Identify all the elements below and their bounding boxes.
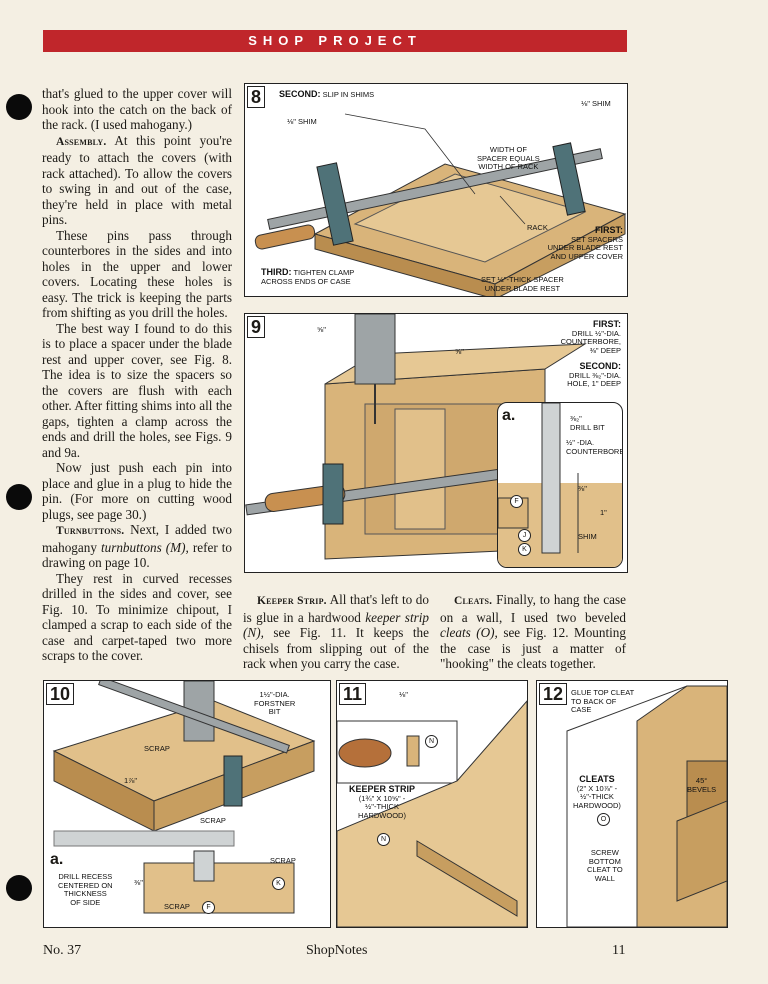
callout-first: FIRST:DRILL ½"-DIA. COUNTERBORE, ⅜" DEEP [560,319,621,355]
part-marker: K [518,543,531,556]
callout-set-spacer: SET ½"-THICK SPACER UNDER BLADE REST [481,275,564,293]
callout-rack: RACK [527,223,548,232]
callout-width: WIDTH OF SPACER EQUALS WIDTH OF RACK [477,145,540,171]
part-marker: N [425,735,438,748]
paragraph: Cleats. Finally, to hang the case on a w… [440,592,626,671]
callout-scrap: SCRAP [144,744,170,753]
binder-hole [6,94,32,120]
detail-label: a. [50,851,64,868]
callout-forstner: 1½"-DIA. FORSTNER BIT [254,690,296,716]
callout-counterbore: ½" -DIA. COUNTERBORE [566,438,623,456]
section-banner: SHOP PROJECT [43,30,627,52]
right-text-column: Cleats. Finally, to hang the case on a w… [440,592,626,672]
page-number: 11 [612,943,626,958]
dim-label: 1" [600,508,607,517]
figure-9: 9 ⅝" ⅝" FIRST:DRILL ½"-DIA. COUNTERBORE,… [244,313,628,573]
figure-12-illustration [566,685,727,927]
figure-number: 12 [539,683,568,705]
part-marker: N [377,833,390,846]
paragraph: Now just push each pin into place and gl… [42,460,232,522]
detail-label: a. [502,407,516,424]
paragraph: Keeper Strip. All that's left to do is g… [243,592,429,671]
binder-hole [6,875,32,901]
figure-12: 12 GLUE TOP CLEAT TO BACK OF CASE CLEATS… [536,680,728,928]
binder-hole [6,484,32,510]
part-marker: F [202,901,215,914]
figure-number: 9 [247,316,266,338]
dim-label: ⅝" [317,325,326,334]
paragraph: that's glued to the upper cover will hoo… [42,86,232,132]
figure-10-illustration [52,681,316,914]
callout-shim: SHIM [578,532,597,541]
figure-11: 11 ⅛" N KEEPER STRIP(1¾" x 10⅝" - ½"-THI… [336,680,528,928]
callout-second: SECOND: SLIP IN SHIMS [279,89,375,99]
callout-scrap: SCRAP [164,902,190,911]
callout-bevels: 45° BEVELS [687,776,717,794]
dim-label: 1⅞" [124,776,138,785]
paragraph: Assembly. At this point you're ready to … [42,132,232,228]
detail-9a: a. ⅜₂" DRILL BIT ½" -DIA. COUNTERBORE ⅜"… [497,402,623,568]
dim-label: ⅝" [455,347,464,356]
part-marker: F [510,495,523,508]
figure-9-illustration [245,314,587,560]
magazine-name: ShopNotes [306,943,368,958]
callout-drill-bit: ⅜₂" DRILL BIT [570,414,605,432]
issue-number: No. 37 [43,943,82,958]
callout-third: THIRD: TIGHTEN CLAMP ACROSS ENDS OF CASE [261,267,355,286]
figure-number: 8 [247,86,266,108]
paragraph: The best way I found to do this is to pl… [42,320,232,460]
run-in-head: Assembly. [56,135,107,148]
callout-shim: ⅛" SHIM [581,99,611,108]
run-in-head: Turnbuttons. [56,525,125,537]
figure-11-illustration [337,700,527,927]
callout-shim: ⅛" SHIM [287,117,317,126]
part-marker: K [272,877,285,890]
mid-text-column: Keeper Strip. All that's left to do is g… [243,592,429,672]
dim-label: ⅜" [578,484,587,493]
paragraph: Turnbuttons. Next, I added two mahogany … [42,522,233,570]
callout-cleats: CLEATS(2" x 10⅞" - ½"-THICK HARDWOOD) [573,774,621,810]
part-marker: J [518,529,531,542]
figure-8-illustration [254,113,627,296]
figure-8: 8 SECOND: SLIP IN SHIMS ⅛" SHIM ⅛" SHIM … [244,83,628,297]
paragraph: They rest in curved recesses drilled in … [42,570,232,664]
part-marker: O [597,813,610,826]
figure-10: 10 1½"-DIA. FORSTNER BIT SCRAP 1⅞" SCRAP… [43,680,331,928]
dim-label: ⅜" [134,878,143,887]
left-text-column: that's glued to the upper cover will hoo… [42,86,232,664]
callout-scrap: SCRAP [270,856,296,865]
callout-first: FIRST:SET SPACERS UNDER BLADE REST AND U… [547,225,623,261]
callout-keeper-strip: KEEPER STRIP(1¾" x 10⅝" - ½"-THICK HARDW… [349,784,416,820]
paragraph: These pins pass through counterbores in … [42,227,232,321]
figure-number: 11 [339,683,367,705]
figure-number: 10 [46,683,75,705]
callout-second: SECOND:DRILL ⅜₂"-DIA. HOLE, 1" DEEP [567,361,621,388]
callout-scrap: SCRAP [200,816,226,825]
dim-label: ⅛" [399,690,408,699]
callout-glue: GLUE TOP CLEAT TO BACK OF CASE [571,688,635,714]
callout-drill-recess: DRILL RECESS CENTERED ON THICKNESS OF SI… [58,872,113,907]
callout-screw: SCREW BOTTOM CLEAT TO WALL [587,848,623,883]
